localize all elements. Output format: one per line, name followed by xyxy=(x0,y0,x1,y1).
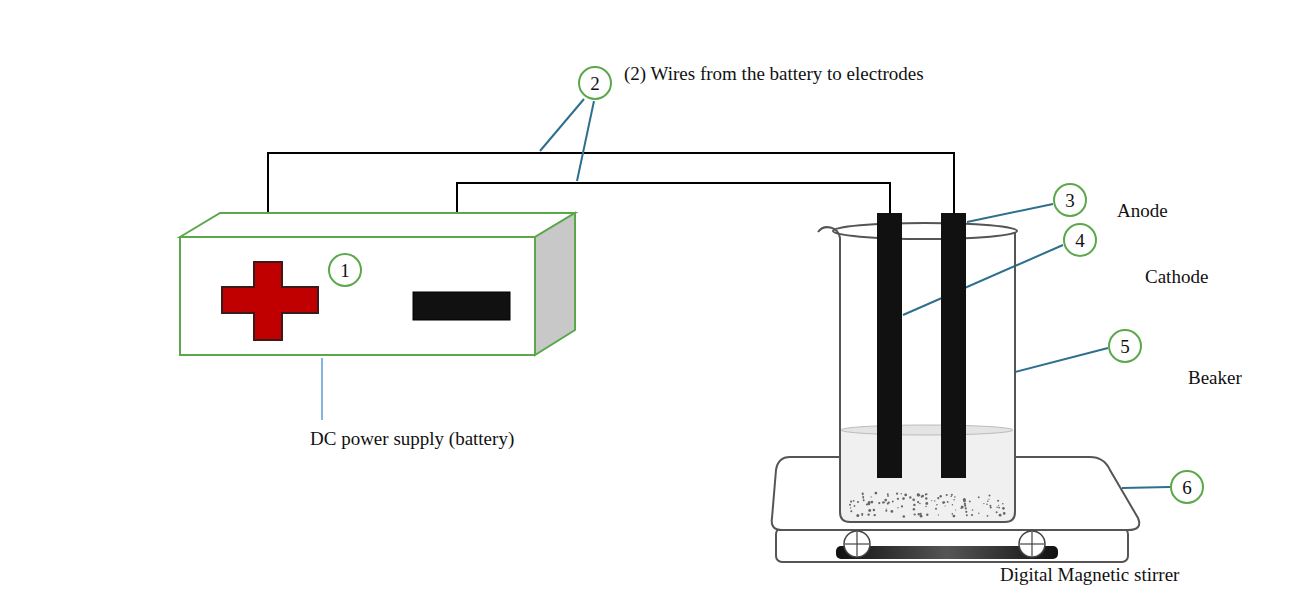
callout-text: 5 xyxy=(1120,337,1130,356)
part-name: Digital Magnetic stirrer xyxy=(1000,564,1179,587)
callout-text: 6 xyxy=(1182,478,1192,497)
liquid xyxy=(841,430,1014,521)
callout-number: 4 xyxy=(1063,223,1097,257)
callout-number: 2 xyxy=(578,66,612,100)
battery-front xyxy=(180,237,535,355)
leader-line xyxy=(1122,487,1170,488)
leader-line xyxy=(577,101,594,181)
callout-text: 1 xyxy=(340,261,350,280)
part-name: Cathode xyxy=(1145,266,1208,289)
beaker-rim xyxy=(833,223,1017,239)
liquid-surface xyxy=(841,425,1013,435)
stirrer-base xyxy=(776,528,1128,562)
plus-terminal xyxy=(222,262,318,340)
battery-side xyxy=(535,213,575,355)
wire-label: (2) Wires from the battery to electrodes xyxy=(624,63,924,86)
leader-line xyxy=(903,245,1063,315)
leader-line xyxy=(540,99,584,151)
callout-text: 3 xyxy=(1065,191,1075,210)
callout-number: 5 xyxy=(1108,329,1142,363)
anode-electrode xyxy=(941,213,966,478)
stirrer-knob xyxy=(1019,531,1045,557)
leader-line xyxy=(967,204,1053,222)
callout-number: 3 xyxy=(1053,183,1087,217)
part-name: Beaker xyxy=(1188,367,1242,390)
minus-terminal xyxy=(413,292,510,320)
leader-line xyxy=(321,358,323,420)
callout-text: 4 xyxy=(1075,231,1085,250)
leader-line xyxy=(1015,348,1108,372)
battery-top xyxy=(180,213,575,237)
stirrer-knob xyxy=(844,531,870,557)
beaker xyxy=(818,227,1015,522)
cathode-electrode xyxy=(877,213,902,478)
particles xyxy=(849,492,1006,518)
callout-text: 2 xyxy=(590,74,600,93)
callout-number: 6 xyxy=(1170,470,1204,504)
part-name: DC power supply (battery) xyxy=(310,428,514,451)
part-name: Anode xyxy=(1117,200,1168,223)
callout-number: 1 xyxy=(328,253,362,287)
